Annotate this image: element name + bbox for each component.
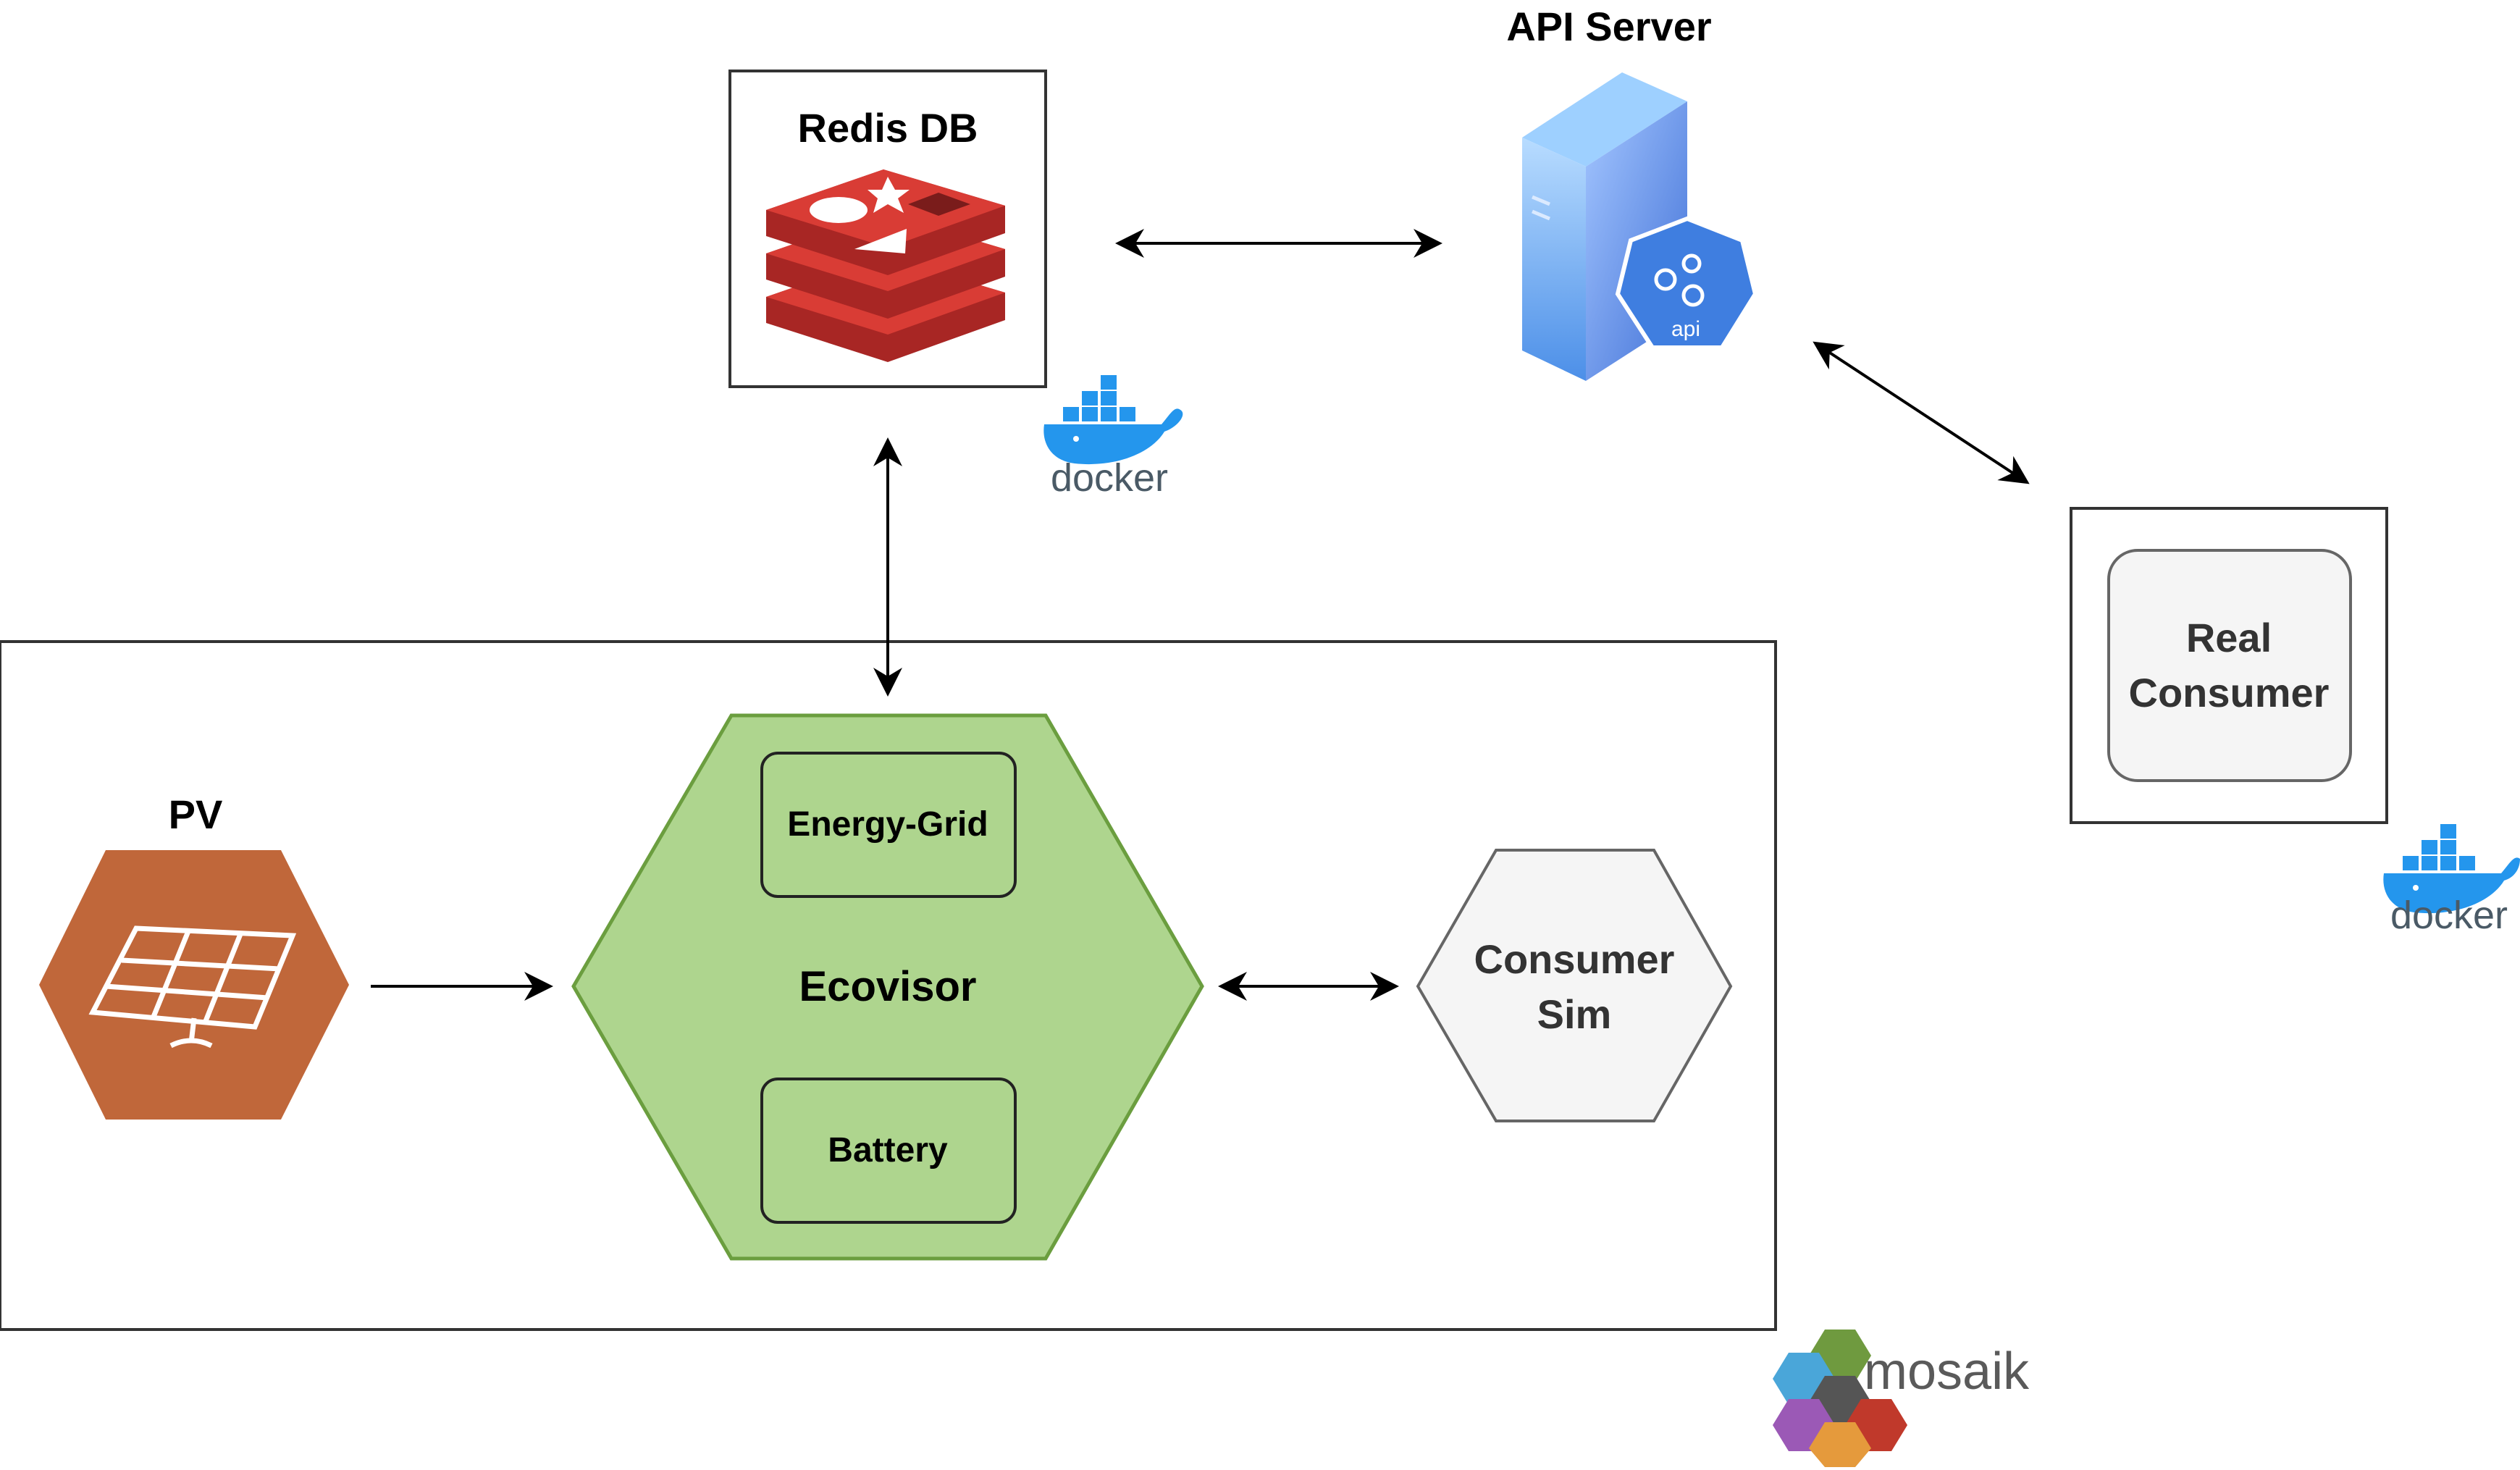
docker-logo-1: docker (1043, 375, 1183, 500)
mosaik-logo-text: mosaik (1864, 1343, 2030, 1400)
pv-hexagon (39, 850, 349, 1120)
battery-component[interactable]: Battery (760, 1078, 1017, 1224)
docker-whale-icon (1043, 375, 1183, 465)
ecovisor-hexagon (571, 713, 1204, 1261)
consumer-sim-label-line2: Sim (1537, 991, 1612, 1037)
energy-grid-component[interactable]: Energy-Grid (760, 752, 1017, 898)
gears-icon (1654, 253, 1705, 307)
ecovisor-label: Ecovisor (799, 963, 977, 1010)
consumer-sim-node[interactable]: Consumer Sim (1416, 849, 1733, 1122)
real-consumer-label-line2: Consumer (2129, 670, 2330, 715)
api-badge-text: api (1671, 317, 1700, 341)
api-hexagon-badge: api (1615, 216, 1758, 350)
mosaik-hexagon-icon (1773, 1330, 1907, 1467)
redis-db-label: Redis DB (798, 105, 978, 151)
redis-logo-icon (766, 169, 1005, 362)
pv-node[interactable]: PV (39, 791, 349, 1120)
arrow-api-real-consumer (1813, 341, 2030, 484)
energy-grid-label: Energy-Grid (787, 805, 988, 844)
real-consumer-label-line1: Real (2186, 615, 2272, 660)
docker-logo-1-text: docker (1051, 456, 1168, 500)
consumer-sim-hexagon (1416, 849, 1733, 1122)
api-server-node[interactable]: API Server api (1506, 4, 1758, 381)
pv-label: PV (169, 791, 223, 837)
api-server-label: API Server (1506, 4, 1711, 49)
consumer-sim-label-line1: Consumer (1474, 936, 1675, 982)
solar-panel-icon (88, 925, 297, 1049)
docker-whale-icon (2383, 824, 2520, 914)
docker-logo-2-text: docker (2390, 894, 2508, 937)
battery-label: Battery (828, 1131, 948, 1169)
ecovisor-node[interactable]: Ecovisor Energy-Grid Battery (571, 713, 1204, 1261)
mosaik-logo: mosaik (1773, 1330, 2030, 1467)
docker-logo-2: docker (2383, 824, 2520, 937)
real-consumer-node[interactable]: Real Consumer (2070, 507, 2388, 824)
redis-db-node[interactable]: Redis DB (728, 70, 1047, 388)
